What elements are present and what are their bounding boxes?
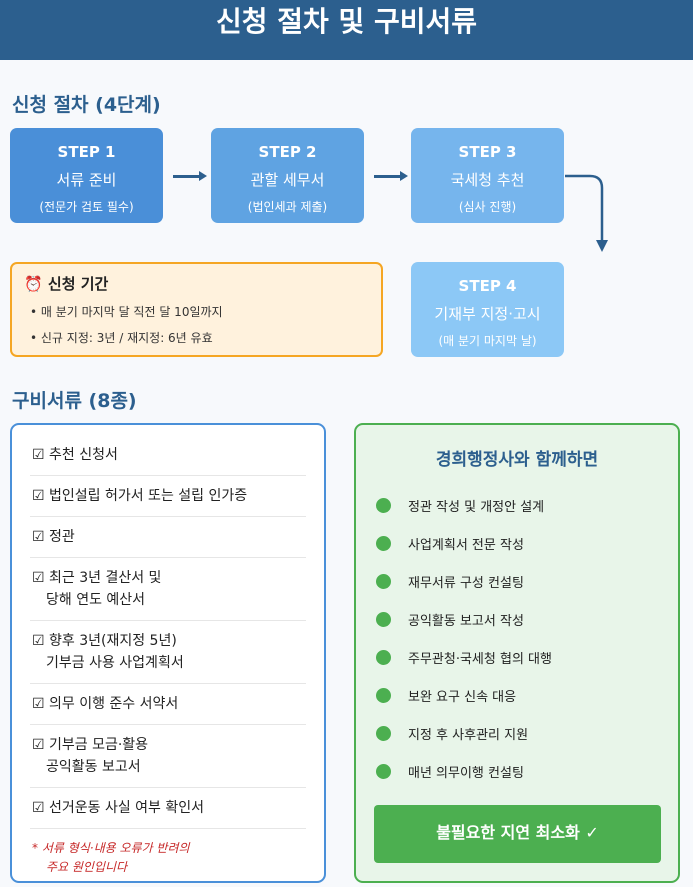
step-sub: (전문가 검토 필수)	[39, 200, 134, 214]
list-item: 매년 의무이행 컨설팅	[376, 762, 524, 781]
arrow-down-curve-icon	[565, 174, 608, 252]
list-item: 보완 요구 신속 대응	[376, 686, 516, 705]
list-item: 주무관청·국세청 협의 대행	[376, 648, 552, 667]
bullet-icon	[376, 498, 391, 513]
list-item: 정관 작성 및 개정안 설계	[376, 496, 544, 515]
application-period-box: ⏰ 신청 기간 • 매 분기 마지막 달 직전 달 10일까지 • 신규 지정:…	[10, 262, 383, 357]
step-label: STEP 2	[258, 143, 317, 161]
bullet-icon	[376, 764, 391, 779]
doc-label: ☑ 향후 3년(재지정 5년)	[32, 633, 177, 649]
advantage-label: 주무관청·국세청 협의 대행	[408, 652, 552, 667]
step-sub: (법인세과 제출)	[247, 200, 328, 214]
advantage-label: 매년 의무이행 컨설팅	[408, 766, 524, 781]
arrow-right-icon	[374, 171, 408, 180]
bullet-icon	[376, 612, 391, 627]
advantage-label: 보완 요구 신속 대응	[408, 690, 517, 705]
step-main: 관할 세무서	[250, 171, 325, 189]
step-sub: (심사 진행)	[458, 200, 517, 214]
doc-label: ☑ 기부금 모금·활용	[32, 737, 149, 753]
step-label: STEP 4	[458, 277, 517, 295]
doc-label: ☑ 정관	[32, 529, 75, 545]
advantage-label: 정관 작성 및 개정안 설계	[408, 500, 545, 515]
doc-label-line2: 공익활동 보고서	[46, 759, 141, 775]
list-item: ☑ 의무 이행 준수 서약서	[30, 684, 306, 725]
bullet-icon	[376, 574, 391, 589]
step-4: STEP 4 기재부 지정·고시 (매 분기 마지막 날)	[411, 262, 564, 357]
documents-heading: 구비서류 (8종)	[12, 390, 137, 412]
list-item: ☑ 정관	[30, 517, 306, 558]
doc-label: ☑ 추천 신청서	[32, 447, 118, 463]
step-main: 기재부 지정·고시	[434, 305, 541, 323]
list-item: ☑ 추천 신청서	[30, 435, 306, 476]
advantage-label: 공익활동 보고서 작성	[408, 614, 524, 629]
step-2: STEP 2 관할 세무서 (법인세과 제출)	[211, 128, 364, 223]
bullet-icon	[376, 688, 391, 703]
documents-list: ☑ 추천 신청서 ☑ 법인설립 허가서 또는 설립 인가증 ☑ 정관 ☑ 최근 …	[10, 423, 326, 883]
bullet-icon	[376, 650, 391, 665]
period-item: • 신규 지정: 3년 / 재지정: 6년 유효	[30, 331, 213, 345]
list-item: 사업계획서 전문 작성	[376, 534, 524, 553]
alarm-clock-icon: ⏰	[24, 275, 43, 293]
bullet-icon	[376, 536, 391, 551]
doc-label: ☑ 최근 3년 결산서 및	[32, 570, 162, 586]
period-title: 신청 기간	[47, 275, 109, 293]
doc-label-line2: 기부금 사용 사업계획서	[46, 655, 184, 671]
doc-label: ☑ 의무 이행 준수 서약서	[32, 696, 179, 712]
arrow-right-icon	[173, 171, 207, 180]
step-sub: (매 분기 마지막 날)	[438, 334, 537, 348]
list-item: ☑ 향후 3년(재지정 5년) 기부금 사용 사업계획서	[30, 621, 306, 684]
advantages-panel: 경희행정사와 함께하면 정관 작성 및 개정안 설계 사업계획서 전문 작성 재…	[354, 423, 680, 883]
list-item: 재무서류 구성 컨설팅	[376, 572, 524, 591]
list-item: ☑ 법인설립 허가서 또는 설립 인가증	[30, 476, 306, 517]
advantage-label: 지정 후 사후관리 지원	[408, 728, 529, 743]
advantage-label: 사업계획서 전문 작성	[408, 538, 524, 553]
list-item: 공익활동 보고서 작성	[376, 610, 524, 629]
step-main: 서류 준비	[56, 171, 117, 189]
step-label: STEP 1	[57, 143, 116, 161]
step-3: STEP 3 국세청 추천 (심사 진행)	[411, 128, 564, 223]
doc-label: ☑ 법인설립 허가서 또는 설립 인가증	[32, 488, 248, 504]
advantage-label: 재무서류 구성 컨설팅	[408, 576, 524, 591]
note-line: 주요 원인입니다	[46, 860, 128, 874]
list-item: ☑ 선거운동 사실 여부 확인서	[30, 788, 306, 829]
step-label: STEP 3	[458, 143, 517, 161]
doc-label: ☑ 선거운동 사실 여부 확인서	[32, 800, 205, 816]
bullet-icon	[376, 726, 391, 741]
advantages-title: 경희행정사와 함께하면	[435, 450, 599, 470]
period-item: • 매 분기 마지막 달 직전 달 10일까지	[30, 305, 223, 319]
note-line: * 서류 형식·내용 오류가 반려의	[32, 841, 190, 855]
minimize-delay-button[interactable]: 불필요한 지연 최소화 ✓	[374, 805, 661, 863]
step-main: 국세청 추천	[450, 171, 525, 189]
doc-label-line2: 당해 연도 예산서	[46, 592, 146, 608]
process-heading: 신청 절차 (4단계)	[12, 94, 161, 116]
page-title: 신청 절차 및 구비서류	[0, 0, 693, 60]
step-1: STEP 1 서류 준비 (전문가 검토 필수)	[10, 128, 163, 223]
list-item: 지정 후 사후관리 지원	[376, 724, 528, 743]
